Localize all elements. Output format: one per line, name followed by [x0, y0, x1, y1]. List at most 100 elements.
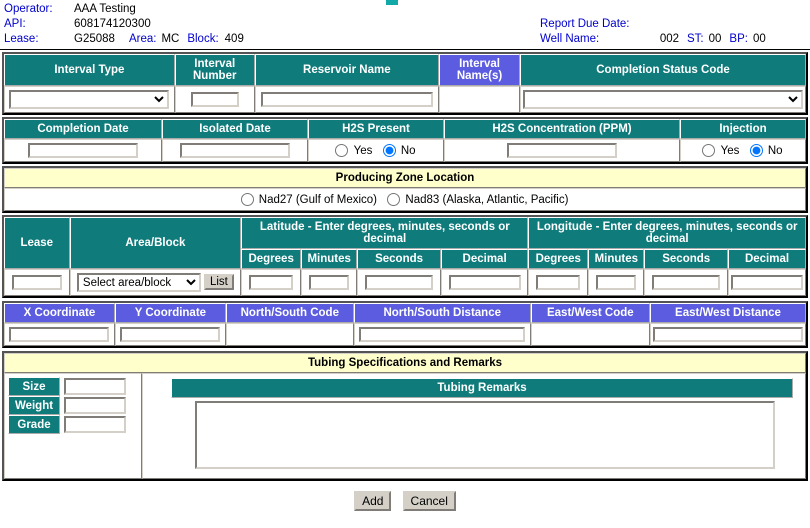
cell-h2s-present: Yes No	[308, 139, 444, 162]
nad83-label[interactable]: Nad83 (Alaska, Atlantic, Pacific)	[405, 193, 569, 206]
interval-type-select[interactable]	[9, 90, 170, 109]
col-lon-minutes: Minutes	[588, 249, 645, 269]
lease-input[interactable]	[11, 275, 62, 290]
col-lon-seconds: Seconds	[644, 249, 728, 269]
interval-table: Interval Type Interval Number Reservoir …	[2, 52, 808, 115]
col-reservoir-name: Reservoir Name	[254, 54, 440, 86]
latitude-decimal-input[interactable]	[448, 275, 521, 290]
injection-no-label[interactable]: No	[767, 144, 783, 157]
nad27-radio[interactable]	[240, 193, 254, 206]
cell-reservoir-name	[254, 86, 440, 113]
col-h2s-concentration: H2S Concentration (PPM)	[444, 119, 680, 139]
col-east-west-code[interactable]: East/West Code	[530, 303, 650, 323]
x-coordinate-input[interactable]	[9, 327, 110, 342]
cancel-button[interactable]: Cancel	[402, 491, 456, 511]
add-button[interactable]: Add	[354, 491, 392, 511]
injection-no-radio[interactable]	[749, 144, 763, 157]
injection-yes-label[interactable]: Yes	[720, 144, 740, 157]
cell-interval-names	[439, 86, 520, 113]
location-subheader-row: Degrees Minutes Seconds Decimal Degrees …	[4, 249, 806, 269]
tubing-grade-input[interactable]	[64, 416, 126, 433]
lease-label: Lease:	[4, 33, 39, 45]
col-x-coordinate[interactable]: X Coordinate	[4, 303, 115, 323]
area-block-list-button[interactable]: List	[203, 274, 234, 291]
cell-interval-type	[4, 86, 175, 113]
tubing-remarks-cell: Tubing Remarks	[142, 373, 806, 479]
well-name-row: Well Name: 002 ST: 00 BP: 00	[540, 32, 766, 47]
nad83-radio[interactable]	[387, 193, 401, 206]
y-coordinate-input[interactable]	[120, 327, 221, 342]
area-block-select[interactable]: Select area/block	[76, 273, 201, 292]
tubing-weight-label: Weight	[8, 396, 60, 415]
completion-table: Completion Date Isolated Date H2S Presen…	[2, 117, 808, 164]
h2s-yes-label[interactable]: Yes	[353, 144, 373, 157]
area-label: Area:	[128, 33, 157, 45]
operator-value: AAA Testing	[74, 3, 136, 15]
latitude-minutes-input[interactable]	[309, 275, 350, 290]
longitude-seconds-input[interactable]	[652, 275, 721, 290]
form-actions: Add Cancel	[0, 481, 810, 511]
reservoir-name-input[interactable]	[260, 92, 433, 107]
latitude-seconds-input[interactable]	[365, 275, 434, 290]
north-south-distance-input[interactable]	[359, 327, 526, 342]
east-west-distance-input[interactable]	[653, 327, 803, 342]
col-east-west-distance[interactable]: East/West Distance	[650, 303, 806, 323]
cell-east-west-code	[530, 323, 650, 346]
tubing-remarks-textarea[interactable]	[195, 401, 775, 469]
top-accent-artifact	[386, 0, 398, 5]
col-interval-number: Interval Number	[174, 54, 255, 86]
col-interval-names[interactable]: Interval Name(s)	[439, 54, 520, 86]
cell-datum-options: Nad27 (Gulf of Mexico) Nad83 (Alaska, At…	[4, 188, 806, 211]
longitude-degrees-input[interactable]	[536, 275, 581, 290]
nad27-label[interactable]: Nad27 (Gulf of Mexico)	[258, 193, 378, 206]
cell-lease-input	[4, 269, 70, 296]
cell-lon-degrees	[528, 269, 589, 296]
cell-lat-degrees	[241, 269, 302, 296]
col-lon-decimal: Decimal	[728, 249, 806, 269]
col-injection: Injection	[680, 119, 806, 139]
tubing-size-label: Size	[8, 377, 60, 396]
injection-radio-group[interactable]: Yes No	[699, 144, 786, 157]
tubing-size-input[interactable]	[64, 378, 126, 395]
interval-number-input[interactable]	[190, 92, 239, 107]
report-info-header: Report Due Date: Well Name: 002 ST: 00 B…	[540, 2, 766, 47]
api-value: 608174120300	[74, 18, 151, 30]
tubing-weight-input[interactable]	[64, 397, 126, 414]
h2s-yes-radio[interactable]	[335, 144, 349, 157]
tubing-title-row: Tubing Specifications and Remarks	[4, 353, 806, 373]
h2s-no-label[interactable]: No	[400, 144, 416, 157]
cell-east-west-distance	[650, 323, 806, 346]
longitude-decimal-input[interactable]	[731, 275, 803, 290]
injection-yes-radio[interactable]	[702, 144, 716, 157]
spacer-row	[540, 2, 766, 17]
tubing-grade-label: Grade	[8, 415, 60, 434]
producing-zone-title-row: Producing Zone Location	[4, 168, 806, 188]
cell-lat-minutes	[301, 269, 358, 296]
tubing-specs-table: Size Weight Grade	[8, 377, 127, 434]
col-north-south-distance[interactable]: North/South Distance	[353, 303, 531, 323]
col-h2s-present: H2S Present	[308, 119, 444, 139]
cell-completion-status-code	[520, 86, 806, 113]
cell-h2s-concentration	[444, 139, 680, 162]
cell-injection: Yes No	[680, 139, 806, 162]
col-north-south-code[interactable]: North/South Code	[225, 303, 354, 323]
st-value: 00	[708, 33, 722, 45]
latitude-degrees-input[interactable]	[249, 275, 294, 290]
h2s-concentration-input[interactable]	[507, 143, 617, 158]
completion-date-input[interactable]	[28, 143, 138, 158]
report-due-row: Report Due Date:	[540, 17, 766, 32]
api-row: API: 608174120300	[4, 17, 810, 32]
operator-label: Operator:	[4, 3, 53, 15]
cell-north-south-code	[225, 323, 354, 346]
tubing-weight-row: Weight	[8, 396, 127, 415]
completion-status-code-select[interactable]	[523, 90, 803, 109]
col-lat-seconds: Seconds	[357, 249, 441, 269]
datum-radio-group[interactable]: Nad27 (Gulf of Mexico) Nad83 (Alaska, At…	[238, 193, 573, 206]
isolated-date-input[interactable]	[180, 143, 290, 158]
h2s-no-radio[interactable]	[382, 144, 396, 157]
interval-header-row: Interval Type Interval Number Reservoir …	[4, 54, 806, 86]
longitude-minutes-input[interactable]	[596, 275, 637, 290]
lease-value: G25088	[74, 33, 115, 45]
h2s-radio-group[interactable]: Yes No	[332, 144, 419, 157]
col-y-coordinate[interactable]: Y Coordinate	[114, 303, 226, 323]
